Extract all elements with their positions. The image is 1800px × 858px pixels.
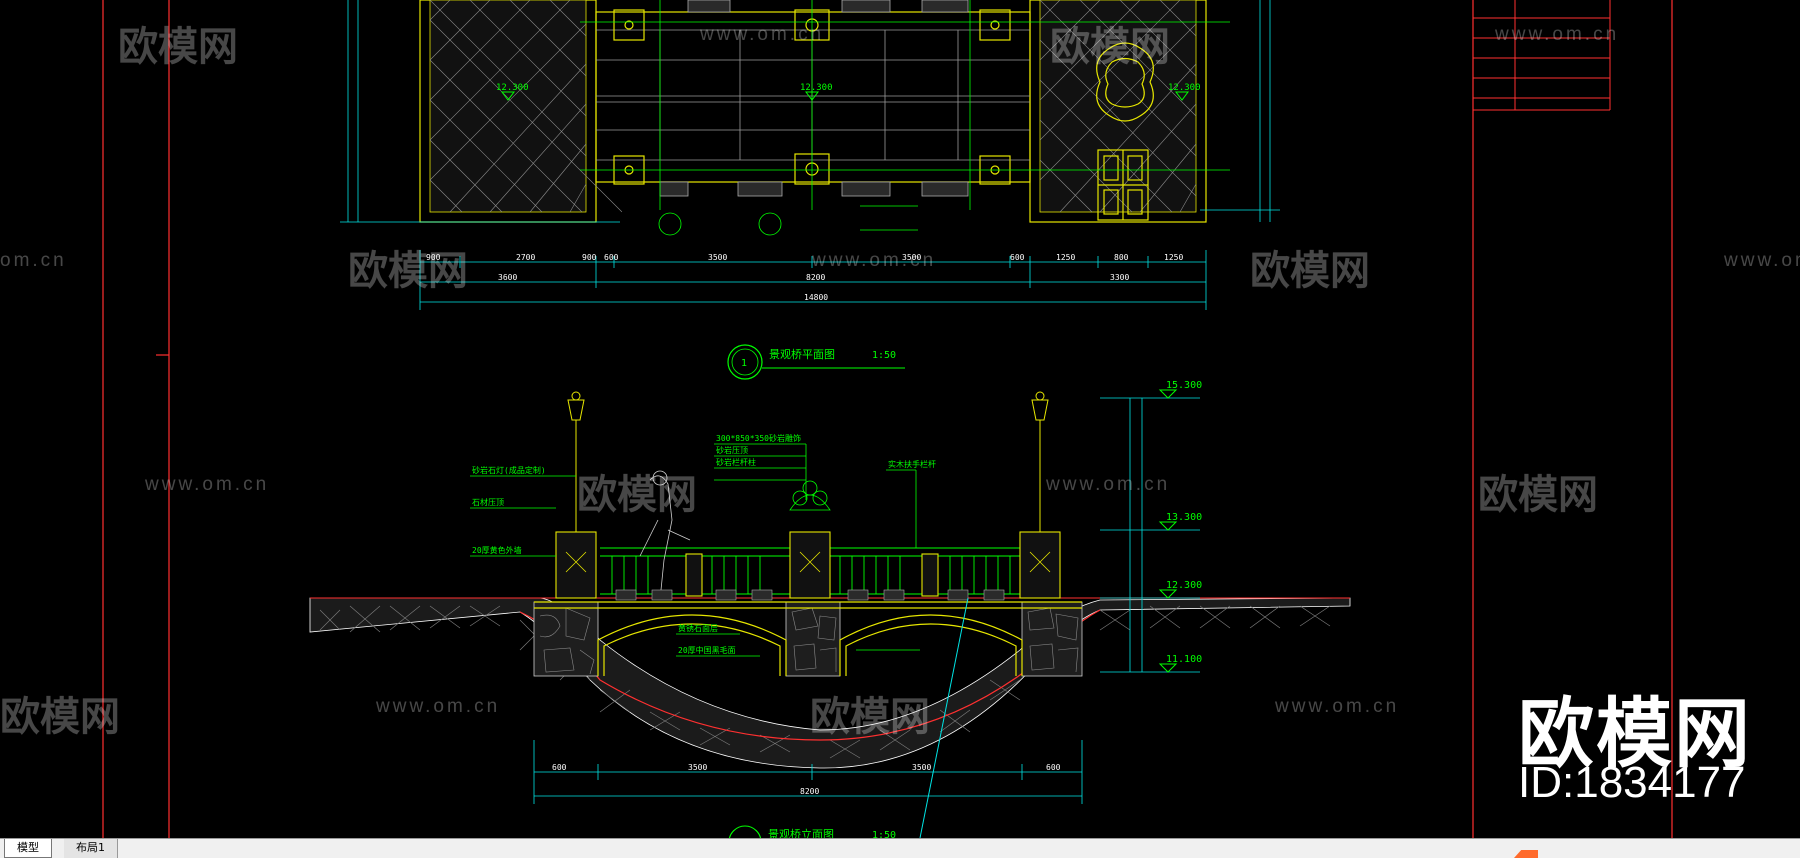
plan-dim: 3500 <box>708 253 727 262</box>
elev-dim: 600 <box>552 763 567 772</box>
watermark-url: www.om.cn <box>145 474 270 495</box>
callout-sandstone-coping: 砂岩压顶 <box>716 445 748 455</box>
callout-carving: 300*850*350砂岩雕饰 <box>716 433 801 443</box>
plan-title: 景观桥平面图 <box>769 348 835 361</box>
brand-logo: 欧模网 <box>1518 692 1752 777</box>
watermark-url-partial: www.om.cn <box>1724 250 1800 271</box>
brand-overlay: 欧模网 ID:1834177 <box>1500 672 1800 822</box>
plan-number: 1 <box>741 358 747 369</box>
callout-rail-post: 砂岩栏杆柱 <box>716 457 756 467</box>
callout-lamp: 砂岩石灯(成品定制) <box>472 465 546 475</box>
tab-layout1[interactable]: 布局1 <box>64 839 118 858</box>
watermark-url-partial: om.cn <box>0 250 67 271</box>
plan-dim: 1250 <box>1056 253 1075 262</box>
plan-dim: 3600 <box>498 273 517 282</box>
elev-dim: 3500 <box>912 763 931 772</box>
watermark-logo: 欧模网 <box>577 473 697 517</box>
callout-wall: 20厚黄色外墙 <box>472 545 522 555</box>
watermark-logo: 欧模网 <box>810 695 930 739</box>
tab-model[interactable]: 模型 <box>4 839 52 858</box>
elevation-scale: 1:50 <box>872 830 896 838</box>
elevation-level-rail: 13.300 <box>1166 512 1202 523</box>
watermark-logo: 欧模网 <box>348 249 468 293</box>
plan-elevation-left: 12.300 <box>496 83 529 93</box>
elev-dim: 3500 <box>688 763 707 772</box>
callout-black-stone: 20厚中国黑毛面 <box>678 645 736 655</box>
plan-dim: 3500 <box>902 253 921 262</box>
callout-stone-face: 黄锈石面层 <box>678 623 718 633</box>
callout-wood-rail: 实木扶手栏杆 <box>888 459 936 469</box>
elev-dim: 600 <box>1046 763 1061 772</box>
title-block <box>1473 0 1611 111</box>
elevation-title-block: 景观桥立面图 1:50 <box>728 825 896 838</box>
elevation-level-top: 15.300 <box>1166 380 1202 391</box>
elevation-level-deck: 12.300 <box>1166 580 1202 591</box>
elevation-view: 15.300 13.300 12.300 11.100 <box>309 380 1351 838</box>
plan-dim: 800 <box>1114 253 1129 262</box>
watermark-logo: 欧模网 <box>118 25 238 69</box>
watermark-logo: 欧模网 <box>1250 249 1370 293</box>
watermark-logo-partial: 欧模网 <box>0 695 120 739</box>
cad-viewport[interactable]: 12.300 12.300 12.300 <box>0 0 1800 838</box>
elevation-level-water: 11.100 <box>1166 654 1202 665</box>
plan-dim: 3300 <box>1110 273 1129 282</box>
plan-dim: 600 <box>1010 253 1025 262</box>
plan-title-block: 1 景观桥平面图 1:50 <box>727 344 905 380</box>
watermark-url: www.om.cn <box>1495 24 1620 45</box>
drawing-frame <box>102 0 1673 838</box>
watermark-url: www.om.cn <box>1275 696 1400 717</box>
watermark-logo: 欧模网 <box>1050 25 1170 69</box>
cad-drawing-canvas[interactable]: 12.300 12.300 12.300 <box>0 0 1800 838</box>
plan-dim: 900 <box>426 253 441 262</box>
plan-dim: 8200 <box>806 273 825 282</box>
elevation-title: 景观桥立面图 <box>768 827 834 838</box>
layout-tab-bar: 模型 布局1 <box>0 838 1800 858</box>
plan-view: 12.300 12.300 12.300 <box>340 0 1280 380</box>
orange-indicator <box>1514 850 1538 858</box>
watermark-url: www.om.cn <box>376 696 501 717</box>
watermark-logo: 欧模网 <box>1478 473 1598 517</box>
plan-elevation-middle: 12.300 <box>800 83 833 93</box>
plan-scale: 1:50 <box>872 350 896 361</box>
brand-id: ID:1834177 <box>1518 758 1746 807</box>
callout-coping: 石材压顶 <box>472 497 504 507</box>
plan-elevation-right: 12.300 <box>1168 83 1201 93</box>
watermark-url: www.om.cn <box>1046 474 1171 495</box>
watermark-url: www.om.cn <box>812 250 937 271</box>
elev-total-dim: 8200 <box>800 787 819 796</box>
watermark-url: www.om.cn <box>700 24 825 45</box>
plan-dim: 2700 <box>516 253 535 262</box>
plan-dim: 900 <box>582 253 597 262</box>
plan-dim: 1250 <box>1164 253 1183 262</box>
plan-dim: 600 <box>604 253 619 262</box>
plan-total-dim: 14800 <box>804 293 828 302</box>
